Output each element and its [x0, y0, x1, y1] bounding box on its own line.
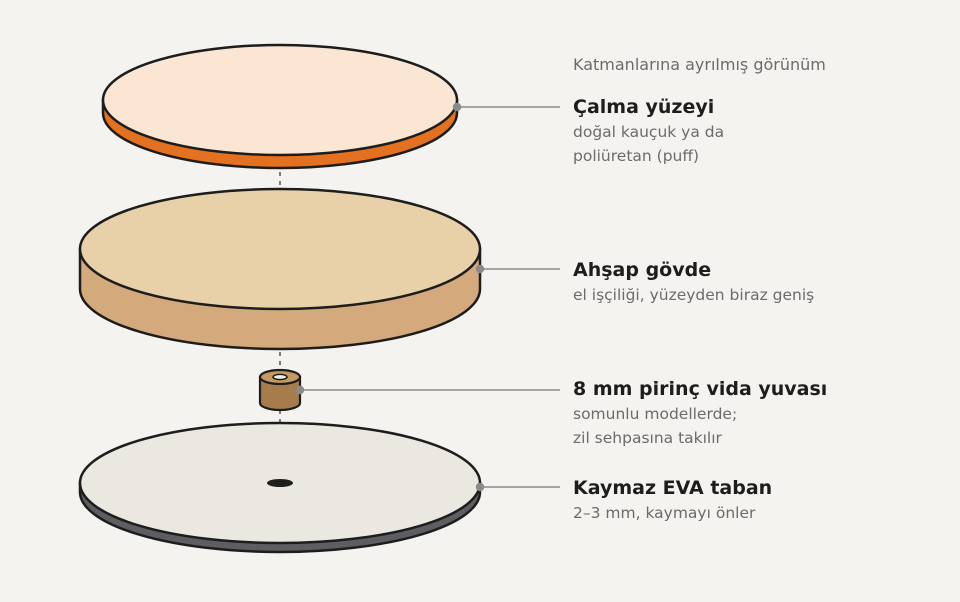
label-description: doğal kauçuk ya da — [573, 123, 725, 141]
insert-hole — [272, 373, 288, 381]
label-description: poliüretan (puff) — [573, 147, 700, 165]
label-thread-insert: 8 mm pirinç vida yuvası somunlu modeller… — [573, 376, 827, 450]
leader-dot-wood-body — [475, 264, 485, 274]
leader-dot-base — [475, 482, 485, 492]
label-title: Çalma yüzeyi — [573, 96, 715, 118]
label-title: Kaymaz EVA taban — [573, 477, 773, 499]
label-description: zil sehpasına takılır — [573, 429, 722, 447]
label-base: Kaymaz EVA taban 2–3 mm, kaymayı önler — [573, 475, 772, 525]
base-layer — [78, 421, 482, 554]
wood-body-layer — [78, 187, 482, 351]
label-title: 8 mm pirinç vida yuvası — [573, 378, 828, 400]
thread-insert — [258, 368, 302, 412]
wood-body-top — [78, 187, 482, 311]
insert-side — [258, 375, 302, 412]
leader-dot-thread-insert — [295, 385, 305, 395]
leader-dot-playing-surface — [452, 102, 462, 112]
label-wood-body: Ahşap gövde el işçiliği, yüzeyden biraz … — [573, 257, 814, 307]
diagram-caption: Katmanlarına ayrılmış görünüm — [573, 55, 826, 74]
playing-surface-layer — [101, 43, 459, 170]
label-description: el işçiliği, yüzeyden biraz geniş — [573, 286, 815, 304]
base-center-hole — [267, 479, 293, 487]
label-description: 2–3 mm, kaymayı önler — [573, 504, 756, 522]
label-playing-surface: Çalma yüzeyi doğal kauçuk ya da poliüret… — [573, 94, 724, 168]
leader-lines — [295, 102, 560, 492]
label-description: somunlu modellerde; — [573, 405, 738, 423]
label-title: Ahşap gövde — [573, 259, 712, 281]
playing-surface-top — [101, 43, 459, 157]
